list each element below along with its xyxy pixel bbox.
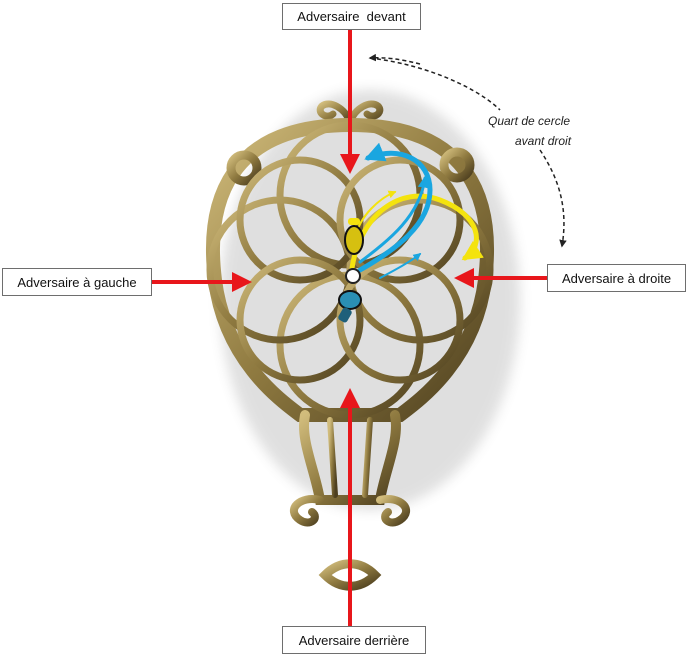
label-opponent-left: Adversaire à gauche	[2, 268, 152, 296]
annotation-quarter-circle-line1: Quart de cercle	[488, 114, 570, 128]
label-opponent-back: Adversaire derrière	[282, 626, 426, 654]
label-opponent-front: Adversaire devant	[282, 3, 421, 30]
annotation-quarter-circle-line2: avant droit	[515, 134, 571, 148]
center-point	[346, 269, 360, 283]
label-opponent-right: Adversaire à droite	[547, 264, 686, 292]
